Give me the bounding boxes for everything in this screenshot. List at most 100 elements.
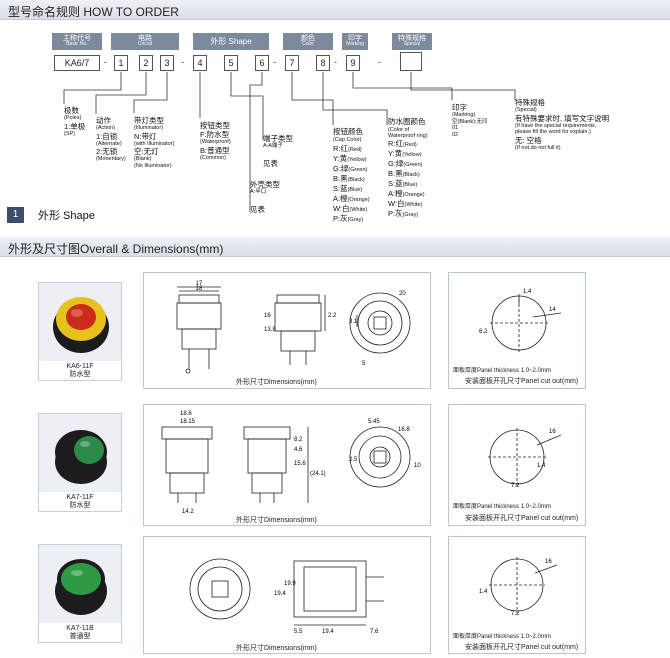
svg-text:4.6: 4.6: [294, 447, 303, 453]
svg-text:16.8: 16.8: [398, 427, 410, 433]
svg-text:7.6: 7.6: [370, 629, 379, 635]
dimension-panel-3: 19.9 19.4 5.5 19.4 7.6 外形尺寸Dimensions(mm…: [143, 536, 431, 654]
product-type: 防水型: [69, 501, 91, 509]
svg-text:1.4: 1.4: [523, 289, 532, 295]
svg-text:13.8: 13.8: [264, 327, 276, 333]
svg-text:15.6: 15.6: [294, 461, 306, 467]
terminal-type-label: 端子类型 A:A端子 见表: [263, 134, 293, 168]
code-cell-7: 7: [285, 55, 299, 71]
code-cell-1: 1: [114, 55, 128, 71]
order-connector-lines: [63, 72, 516, 212]
dimension-drawing-2: 18.6 18.15 14.2 8.2 4.6 15.6 (24.1) 5.45…: [161, 411, 421, 515]
color-option: R:红(Red): [388, 138, 417, 148]
color-option: G:绿(Green): [333, 163, 368, 173]
dims-section-header: 外形及尺寸图Overall & Dimensions(mm): [0, 237, 670, 257]
dimension-caption: 外形尺寸Dimensions(mm): [236, 379, 317, 386]
dimension-caption: 外形尺寸Dimensions(mm): [236, 645, 317, 652]
dimension-panel-2: 18.6 18.15 14.2 8.2 4.6 15.6 (24.1) 5.45…: [143, 404, 431, 526]
svg-text:16: 16: [264, 313, 271, 319]
svg-text:(24.1): (24.1): [310, 471, 326, 477]
panel-thickness-note: 面板厚度Panel thickness 1.0~2.0mm: [453, 504, 551, 510]
svg-text:10: 10: [414, 463, 421, 469]
svg-text:18: 18: [196, 286, 203, 292]
svg-text:2.5: 2.5: [349, 457, 358, 463]
color-option: G:绿(Green): [388, 158, 423, 168]
color-option: P:灰(Gray): [388, 208, 419, 218]
cutout-panel-1: 1.4 6.2 14 面板厚度Panel thickness 1.0~2.0mm…: [448, 272, 586, 389]
cutout-panel-2: 16 1.4 7.2 面板厚度Panel thickness 1.0~2.0mm…: [448, 404, 586, 526]
color-option: S:蓝(Blue): [388, 178, 418, 188]
code-dash-3: -: [273, 57, 276, 67]
code-cell-special: [400, 52, 422, 71]
switch-photo-2: [55, 430, 107, 484]
dims-section-title: 外形及尺寸图Overall & Dimensions(mm): [8, 242, 224, 256]
switch-photo-3: [55, 559, 107, 615]
shape-section-title: 外形 Shape: [38, 210, 95, 222]
svg-text:19.4: 19.4: [322, 629, 334, 635]
cutout-drawing-3: 16 1.4 7.2: [479, 557, 558, 617]
order-section-title: 型号命名规则 HOW TO ORDER: [8, 5, 179, 19]
svg-text:5.45: 5.45: [368, 419, 380, 425]
section-number-badge: 1: [7, 207, 24, 223]
color-option: W:白(White): [333, 203, 368, 213]
switch-photo-1: [53, 297, 109, 353]
svg-text:17: 17: [196, 281, 203, 287]
color-option: A:橙(Orange): [388, 188, 425, 198]
svg-text:7.2: 7.2: [511, 483, 520, 489]
case-shape-label: 外壳类型 A:半口 见表: [250, 180, 280, 214]
color-option: S:蓝(Blue): [333, 183, 363, 193]
code-cell-9: 9: [346, 55, 360, 71]
code-dash-5: -: [378, 57, 381, 67]
svg-text:6.2: 6.2: [479, 329, 488, 335]
panel-cutout-caption: 安装面板开孔尺寸Panel cut out(mm): [465, 378, 579, 385]
code-dash-2: -: [181, 57, 184, 67]
code-cell-8: 8: [316, 55, 330, 71]
button-type-label: 按钮类型 F:防水型 (Waterproof) B:普通型 (Common): [200, 121, 231, 161]
dimension-drawing-1: 17 18 16 13.8 2.2 3.1 20 5: [176, 281, 411, 374]
svg-text:20: 20: [399, 291, 406, 297]
svg-text:3.1: 3.1: [349, 319, 358, 325]
svg-text:5.5: 5.5: [294, 629, 303, 635]
svg-text:7.2: 7.2: [511, 611, 520, 617]
svg-text:1.4: 1.4: [537, 463, 546, 469]
color-option: W:白(White): [388, 198, 423, 208]
dimension-caption: 外形尺寸Dimensions(mm): [236, 517, 317, 524]
order-section-header: 型号命名规则 HOW TO ORDER: [0, 0, 670, 20]
svg-text:5: 5: [362, 361, 366, 367]
svg-text:16: 16: [549, 429, 556, 435]
panel-thickness-note: 面板厚度Panel thickness 1.0~2.0mm: [453, 634, 551, 640]
ring-color-label: 防水圈颜色 (Color of Waterproof ring) R:红(Red…: [388, 117, 428, 218]
svg-text:18.15: 18.15: [180, 419, 196, 425]
cap-color-label: 按钮颜色 (Cap Color) R:红(Red)Y:黄(Yellow)G:绿(…: [333, 127, 370, 223]
product-model: KA7-11F: [66, 494, 94, 501]
panel-cutout-caption: 安装面板开孔尺寸Panel cut out(mm): [465, 644, 579, 651]
svg-text:8.2: 8.2: [294, 437, 303, 443]
product-type: 普通型: [69, 632, 91, 640]
color-option: B:黑(Black): [333, 173, 365, 183]
code-cell-5: 5: [224, 55, 238, 71]
svg-text:18.6: 18.6: [180, 411, 192, 417]
marking-label: 印字 (Marking) 空(Blank):无印 01 02: [452, 103, 488, 138]
svg-text:19.4: 19.4: [274, 591, 286, 597]
cutout-drawing-2: 16 1.4 7.2: [488, 428, 562, 489]
color-option: Y:黄(Yellow): [333, 153, 367, 163]
action-label: 动作 (Action) 1:自锁 (Alternate) 2:无锁 (Monen…: [96, 116, 126, 163]
panel-cutout-caption: 安装面板开孔尺寸Panel cut out(mm): [465, 515, 579, 522]
color-option: Y:黄(Yellow): [388, 148, 422, 158]
svg-text:14: 14: [549, 307, 556, 313]
color-option: P:灰(Gray): [333, 213, 364, 223]
color-option: B:黑(Black): [388, 168, 420, 178]
code-cell-6: 6: [255, 55, 269, 71]
svg-text:19.9: 19.9: [284, 581, 296, 587]
product-model: KA6-11F: [66, 363, 94, 370]
code-cell-3: 3: [160, 55, 174, 71]
illuminator-label: 带灯类型 (Illuminator) N:带灯 (with Illuminato…: [134, 116, 175, 169]
